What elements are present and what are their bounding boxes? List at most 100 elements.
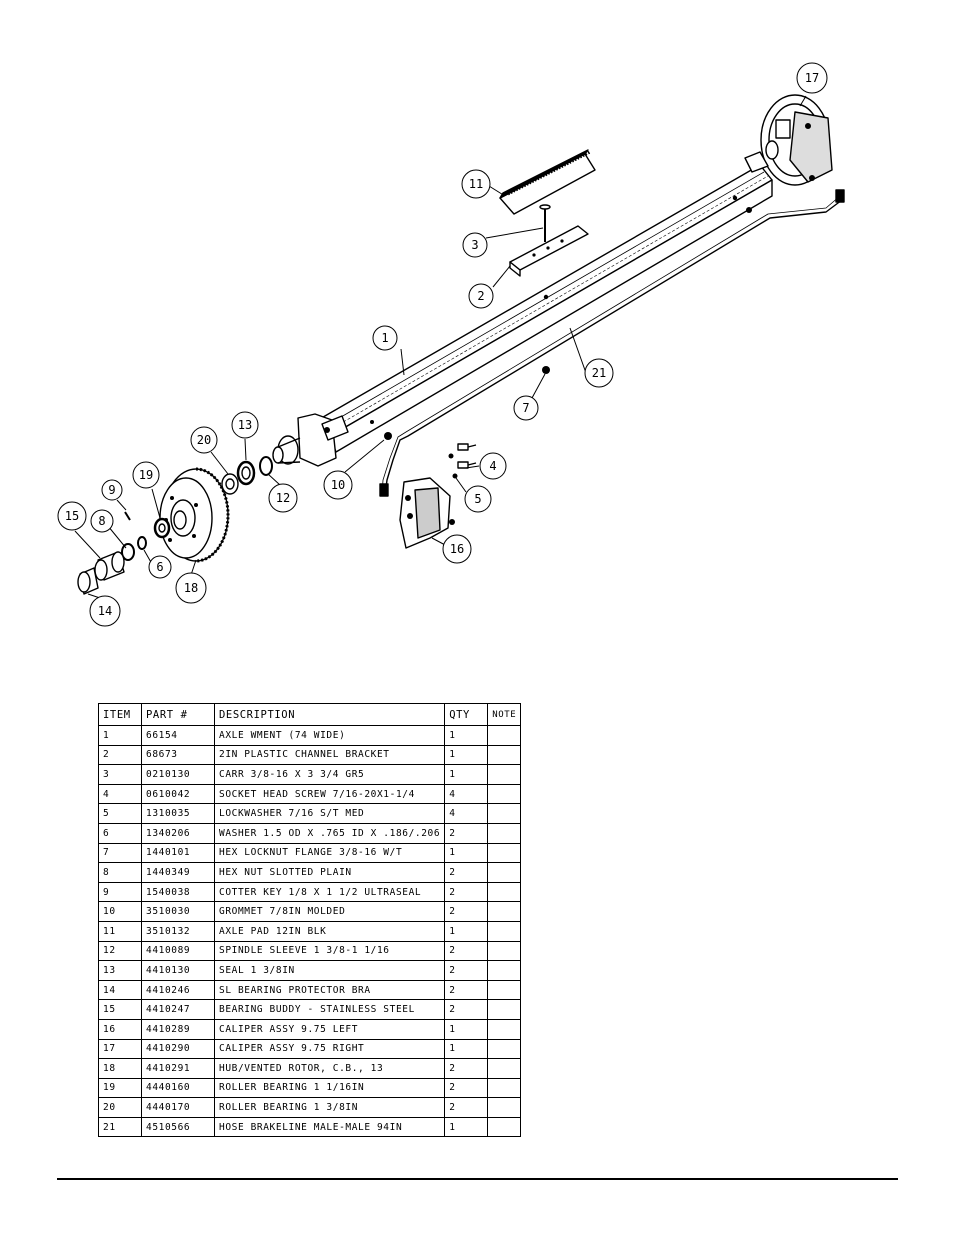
callout-label: 9 xyxy=(108,483,115,497)
cell-qty: 2 xyxy=(444,940,489,962)
cell-part: 3510030 xyxy=(141,901,215,922)
cell-description: SL BEARING PROTECTOR BRA xyxy=(213,979,446,1001)
callout-circle xyxy=(468,283,494,309)
callout-label: 6 xyxy=(156,560,163,574)
callout-label: 4 xyxy=(489,459,496,473)
cell-note xyxy=(487,960,522,981)
header-item: ITEM xyxy=(98,703,142,726)
cell-note xyxy=(487,901,522,922)
callout-circle xyxy=(464,485,492,513)
callout-label: 21 xyxy=(592,366,606,380)
cell-description: HEX NUT SLOTTED PLAIN xyxy=(213,862,446,883)
callout-10: 10 xyxy=(323,470,353,500)
cell-note xyxy=(487,881,522,903)
callout-circle xyxy=(57,501,87,531)
cell-qty: 2 xyxy=(444,979,489,1001)
cell-qty: 2 xyxy=(444,822,489,844)
caliper-screws xyxy=(448,443,477,479)
cell-description: AXLE WMENT (74 WIDE) xyxy=(213,725,446,746)
cell-description: BEARING BUDDY - STAINLESS STEEL xyxy=(213,999,446,1020)
grommet-part xyxy=(384,432,392,440)
cell-note xyxy=(487,940,522,962)
header-description: DESCRIPTION xyxy=(213,703,446,726)
cell-note xyxy=(487,1116,522,1138)
callout-circle xyxy=(101,479,123,501)
cell-note xyxy=(487,822,522,844)
axle-tube xyxy=(317,164,773,453)
callout-2: 2 xyxy=(468,283,494,309)
cell-qty: 1 xyxy=(444,1038,489,1060)
cell-item: 5 xyxy=(98,803,142,824)
cell-part: 4440170 xyxy=(141,1097,215,1118)
cell-description: SOCKET HEAD SCREW 7/16-20X1-1/4 xyxy=(213,783,446,805)
callout-13: 13 xyxy=(231,411,259,439)
footer-rule xyxy=(57,1178,898,1180)
callout-circle xyxy=(584,358,614,388)
cell-item: 6 xyxy=(98,822,142,844)
cell-qty: 2 xyxy=(444,999,489,1020)
cell-qty: 2 xyxy=(444,862,489,883)
cell-part: 4410289 xyxy=(141,1018,215,1040)
carriage-bolt xyxy=(539,204,551,242)
cell-part: 1540038 xyxy=(141,881,215,903)
cell-qty: 1 xyxy=(444,725,489,746)
callout-circle xyxy=(442,534,472,564)
callout-5: 5 xyxy=(464,485,492,513)
callout-label: 13 xyxy=(238,418,252,432)
cell-item: 2 xyxy=(98,744,142,766)
callout-circle xyxy=(89,595,121,627)
callout-16: 16 xyxy=(442,534,472,564)
header-qty: QTY xyxy=(444,703,489,726)
cell-part: 66154 xyxy=(141,725,215,746)
locknut-part xyxy=(542,366,550,374)
cell-item: 21 xyxy=(98,1116,142,1138)
cell-description: COTTER KEY 1/8 X 1 1/2 ULTRASEAL xyxy=(213,881,446,903)
cell-description: AXLE PAD 12IN BLK xyxy=(213,920,446,942)
callout-circle xyxy=(148,555,172,579)
callout-label: 16 xyxy=(450,542,464,556)
callout-label: 17 xyxy=(805,71,819,85)
cell-description: SPINDLE SLEEVE 1 3/8-1 1/16 xyxy=(213,940,446,962)
cell-qty: 2 xyxy=(444,1097,489,1118)
callout-9: 9 xyxy=(101,479,123,501)
cell-item: 4 xyxy=(98,783,142,805)
callout-19: 19 xyxy=(132,461,160,489)
right-hub-assembly xyxy=(744,94,833,186)
cell-item: 20 xyxy=(98,1097,142,1118)
cell-qty: 1 xyxy=(444,920,489,942)
callout-12: 12 xyxy=(268,483,298,513)
callout-label: 1 xyxy=(381,331,388,345)
cell-part: 3510132 xyxy=(141,920,215,942)
cell-description: GROMMET 7/8IN MOLDED xyxy=(213,901,446,922)
cell-part: 4410246 xyxy=(141,979,215,1001)
cell-qty: 1 xyxy=(444,1018,489,1040)
cell-qty: 4 xyxy=(444,783,489,805)
cell-description: HOSE BRAKELINE MALE-MALE 94IN xyxy=(213,1116,446,1138)
channel-bracket xyxy=(509,225,589,277)
cell-part: 4410247 xyxy=(141,999,215,1020)
cell-description: CALIPER ASSY 9.75 RIGHT xyxy=(213,1038,446,1060)
cell-item: 8 xyxy=(98,862,142,883)
cell-part: 4410089 xyxy=(141,940,215,962)
callout-label: 10 xyxy=(331,478,345,492)
callout-circle xyxy=(462,232,488,258)
cell-item: 19 xyxy=(98,1077,142,1099)
cell-part: 0210130 xyxy=(141,764,215,785)
callout-label: 3 xyxy=(471,238,478,252)
cell-note xyxy=(487,862,522,883)
cell-note xyxy=(487,920,522,942)
cell-item: 9 xyxy=(98,881,142,903)
cell-qty: 2 xyxy=(444,1058,489,1079)
cell-note xyxy=(487,999,522,1020)
